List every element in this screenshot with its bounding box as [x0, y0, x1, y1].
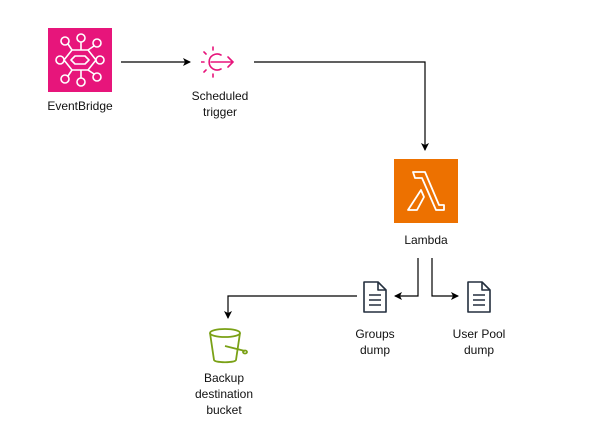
edge-lambda-to-user-pool-dump — [431, 258, 459, 300]
document-icon — [467, 281, 491, 313]
edge-lambda-to-groups-dump — [394, 258, 419, 300]
groups-dump-label: Groups dump — [355, 327, 395, 357]
eventbridge-icon — [48, 28, 112, 92]
lambda-label: Lambda — [404, 233, 448, 247]
scheduled-trigger-node[interactable] — [200, 46, 237, 78]
document-icon — [363, 281, 387, 313]
lambda-node[interactable] — [394, 159, 458, 223]
backup-bucket-label: Backup destination bucket — [194, 371, 254, 417]
edge-groups-dump-to-bucket — [224, 295, 357, 319]
s3-bucket-icon — [209, 328, 248, 364]
user-pool-dump-label: User Pool dump — [452, 327, 506, 357]
scheduled-trigger-label: Scheduled trigger — [191, 89, 249, 119]
backup-bucket-node[interactable] — [205, 326, 249, 366]
groups-dump-node[interactable] — [360, 280, 390, 314]
lambda-icon — [394, 159, 458, 223]
user-pool-dump-node[interactable] — [464, 280, 494, 314]
schedule-trigger-icon — [200, 46, 235, 78]
edge-trigger-to-lambda — [254, 61, 429, 151]
eventbridge-node[interactable] — [48, 28, 112, 92]
eventbridge-label: EventBridge — [47, 99, 113, 113]
